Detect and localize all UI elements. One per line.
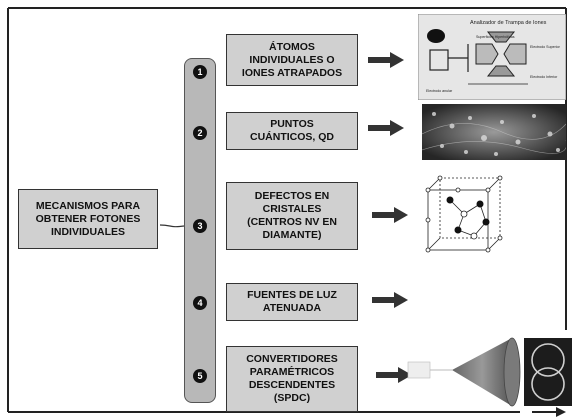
quantum-dots-image	[422, 104, 566, 160]
step-number-3: 3	[193, 219, 207, 233]
arrow-icon-2	[368, 120, 404, 136]
ion-trap-label-2: Electrodo Superior	[530, 45, 561, 49]
step-number-1: 1	[193, 65, 207, 79]
ion-trap-title: Analizador de Trampa de Iones	[470, 20, 547, 26]
ion-trap-label-3: Electrodo anular	[426, 89, 453, 93]
item-box-quantum-dots: PUNTOS CUÁNTICOS, QD	[226, 112, 358, 150]
step-number-4: 4	[193, 296, 207, 310]
arrow-icon-1	[368, 52, 404, 68]
arrow-icon-5	[376, 367, 412, 383]
crystal-lattice-diagram	[425, 175, 503, 253]
item-box-trapped-ions: ÁTOMOS INDIVIDUALES O IONES ATRAPADOS	[226, 34, 358, 86]
ion-trap-label-1: Superficies Hiperbólicas	[476, 35, 515, 39]
item-box-attenuated-light: FUENTES DE LUZ ATENUADA	[226, 283, 358, 321]
item-box-crystal-defects: DEFECTOS EN CRISTALES (CENTROS NV EN DIA…	[226, 182, 358, 250]
item-box-spdc: CONVERTIDORES PARAMÉTRICOS DESCENDENTES …	[226, 346, 358, 412]
step-number-5: 5	[193, 369, 207, 383]
arrow-icon-3	[372, 207, 408, 223]
main-mechanism-box: MECANISMOS PARA OBTENER FOTONES INDIVIDU…	[18, 189, 158, 249]
step-number-2: 2	[193, 126, 207, 140]
ion-trap-label-4: Electrodo Inferior	[530, 75, 558, 79]
arrow-icon-4	[372, 292, 408, 308]
spdc-cone-image	[407, 337, 572, 407]
ion-trap-diagram: Analizador de Trampa de Iones Superficie…	[418, 14, 566, 100]
